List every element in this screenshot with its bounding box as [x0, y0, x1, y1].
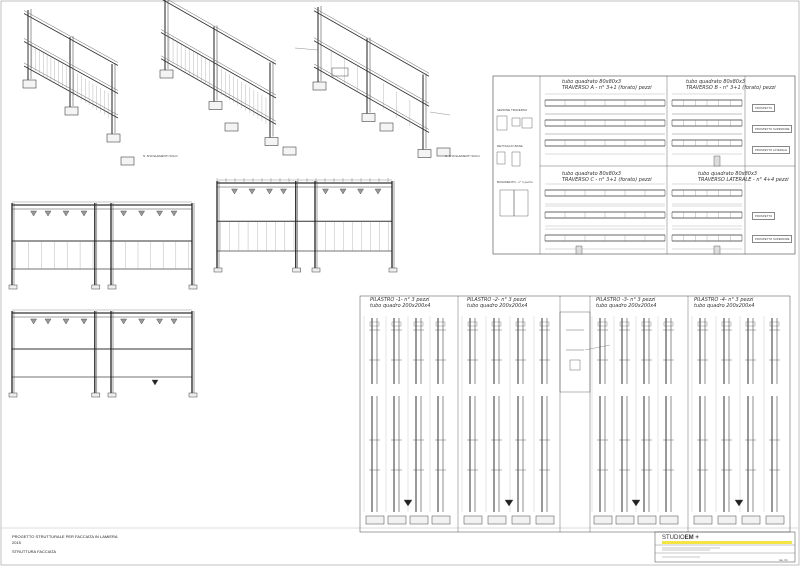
iso-note: N. 8/10 ELEMENTI SOLO	[143, 154, 178, 158]
dimension-lines	[12, 178, 392, 386]
iso-view-3	[312, 6, 432, 158]
view-tag: PROSPETTO SUPERIORE	[752, 125, 793, 133]
pillar-frames	[359, 295, 791, 533]
page-number: tav. 01	[779, 558, 788, 562]
pillar-set-1	[363, 316, 451, 525]
iso-view-1	[22, 9, 121, 143]
front-elevation-1	[8, 203, 198, 290]
iso-view-2	[159, 0, 279, 146]
beam-details-frame	[492, 75, 796, 255]
pillar-set-4	[691, 316, 785, 525]
pillar-set-3	[591, 316, 679, 525]
iso-note: N. 8/10 ELEMENTI SOLO	[445, 154, 480, 158]
project-year: 2015	[12, 540, 21, 545]
view-tag: PROSPETTO	[752, 104, 776, 112]
highlight-bar	[662, 541, 792, 544]
pillar-set-2	[461, 316, 555, 525]
view-tag: PROSPETTO	[752, 212, 776, 220]
iso-details	[120, 47, 451, 166]
front-elevation-3	[8, 311, 198, 398]
detail-label: BASAMENTO - n° 1 pezzo	[497, 180, 533, 184]
front-elevation-2	[213, 181, 398, 273]
project-title: PROGETTO STRUTTURALE PER FACCIATA IN LAM…	[12, 534, 118, 539]
view-tag: PROSPETTO SUPERIORE	[752, 235, 793, 243]
drawing-subject: STRUTTURA FACCIATA	[12, 549, 57, 554]
title-block	[654, 531, 796, 563]
view-tag: PROSPETTO LATERALE	[752, 146, 791, 154]
detail-label: DETTAGLIO BASE	[497, 144, 523, 148]
detail-label: SEZIONE TRAVERSO	[497, 108, 528, 112]
studio-logo: STUDIOEM +	[662, 535, 699, 541]
